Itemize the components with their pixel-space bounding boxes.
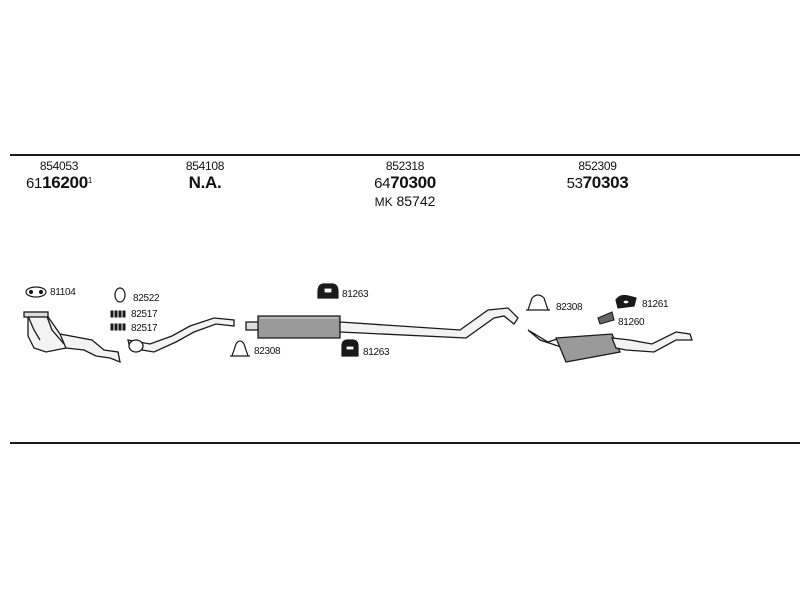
catalog-number: 854053 <box>39 159 79 173</box>
catalog-number: 854108 <box>185 159 225 173</box>
bracket-label: 81260 <box>618 317 645 328</box>
top-divider-line <box>10 154 800 156</box>
rubber-hanger-icon <box>341 339 359 357</box>
group-intermediate-pipe: 854108 N.A. <box>165 160 245 193</box>
mk-prefix: MK <box>374 195 393 209</box>
part-code: 61162001 <box>14 173 104 193</box>
front-pipe-icon <box>23 311 121 364</box>
u-clamp-icon <box>230 340 250 357</box>
code-prefix: 61 <box>25 175 43 192</box>
code-prefix: 53 <box>566 175 583 192</box>
code-suffix: 1 <box>87 176 93 185</box>
bracket-icon <box>597 311 615 325</box>
group-front-pipe: 854053 61162001 <box>14 160 104 193</box>
u-clamp-label: 82308 <box>254 346 281 357</box>
code-main: 16200 <box>42 173 88 192</box>
bolt-label: 82517 <box>131 323 158 334</box>
code-main: N.A. <box>188 173 222 192</box>
u-clamp-label: 82308 <box>556 302 583 313</box>
clamp-ring-icon <box>114 287 126 303</box>
part-code: 5370303 <box>550 173 645 193</box>
group-middle-silencer: 852318 6470300 MK 85742 <box>355 160 455 210</box>
gasket-label: 81104 <box>50 287 76 298</box>
middle-silencer-icon <box>245 307 519 339</box>
catalog-number: 852309 <box>578 159 617 173</box>
bottom-divider-line <box>10 442 800 444</box>
clamp-ring-label: 82522 <box>133 293 160 304</box>
rubber-hanger-icon <box>317 283 339 299</box>
mk-number: 85742 <box>396 193 436 209</box>
intermediate-pipe-icon <box>127 317 235 353</box>
bolt-label: 82517 <box>131 309 158 320</box>
part-code: 6470300 <box>355 173 455 193</box>
code-main: 70303 <box>582 173 629 192</box>
rubber-mount-label: 81261 <box>642 299 669 310</box>
group-rear-silencer: 852309 5370303 <box>550 160 645 193</box>
rubber-hanger-label: 81263 <box>342 289 369 300</box>
code-main: 70300 <box>390 173 436 192</box>
mk-code: MK 85742 <box>355 193 455 210</box>
rear-silencer-icon <box>527 329 693 363</box>
rubber-mount-icon <box>615 294 637 309</box>
gasket-icon <box>25 286 47 298</box>
rubber-hanger-label: 81263 <box>363 347 390 358</box>
code-prefix: 64 <box>374 175 391 192</box>
u-clamp-icon <box>526 294 550 311</box>
bolt-icon <box>110 310 126 331</box>
part-code: N.A. <box>165 173 245 193</box>
catalog-number: 852318 <box>385 159 425 173</box>
